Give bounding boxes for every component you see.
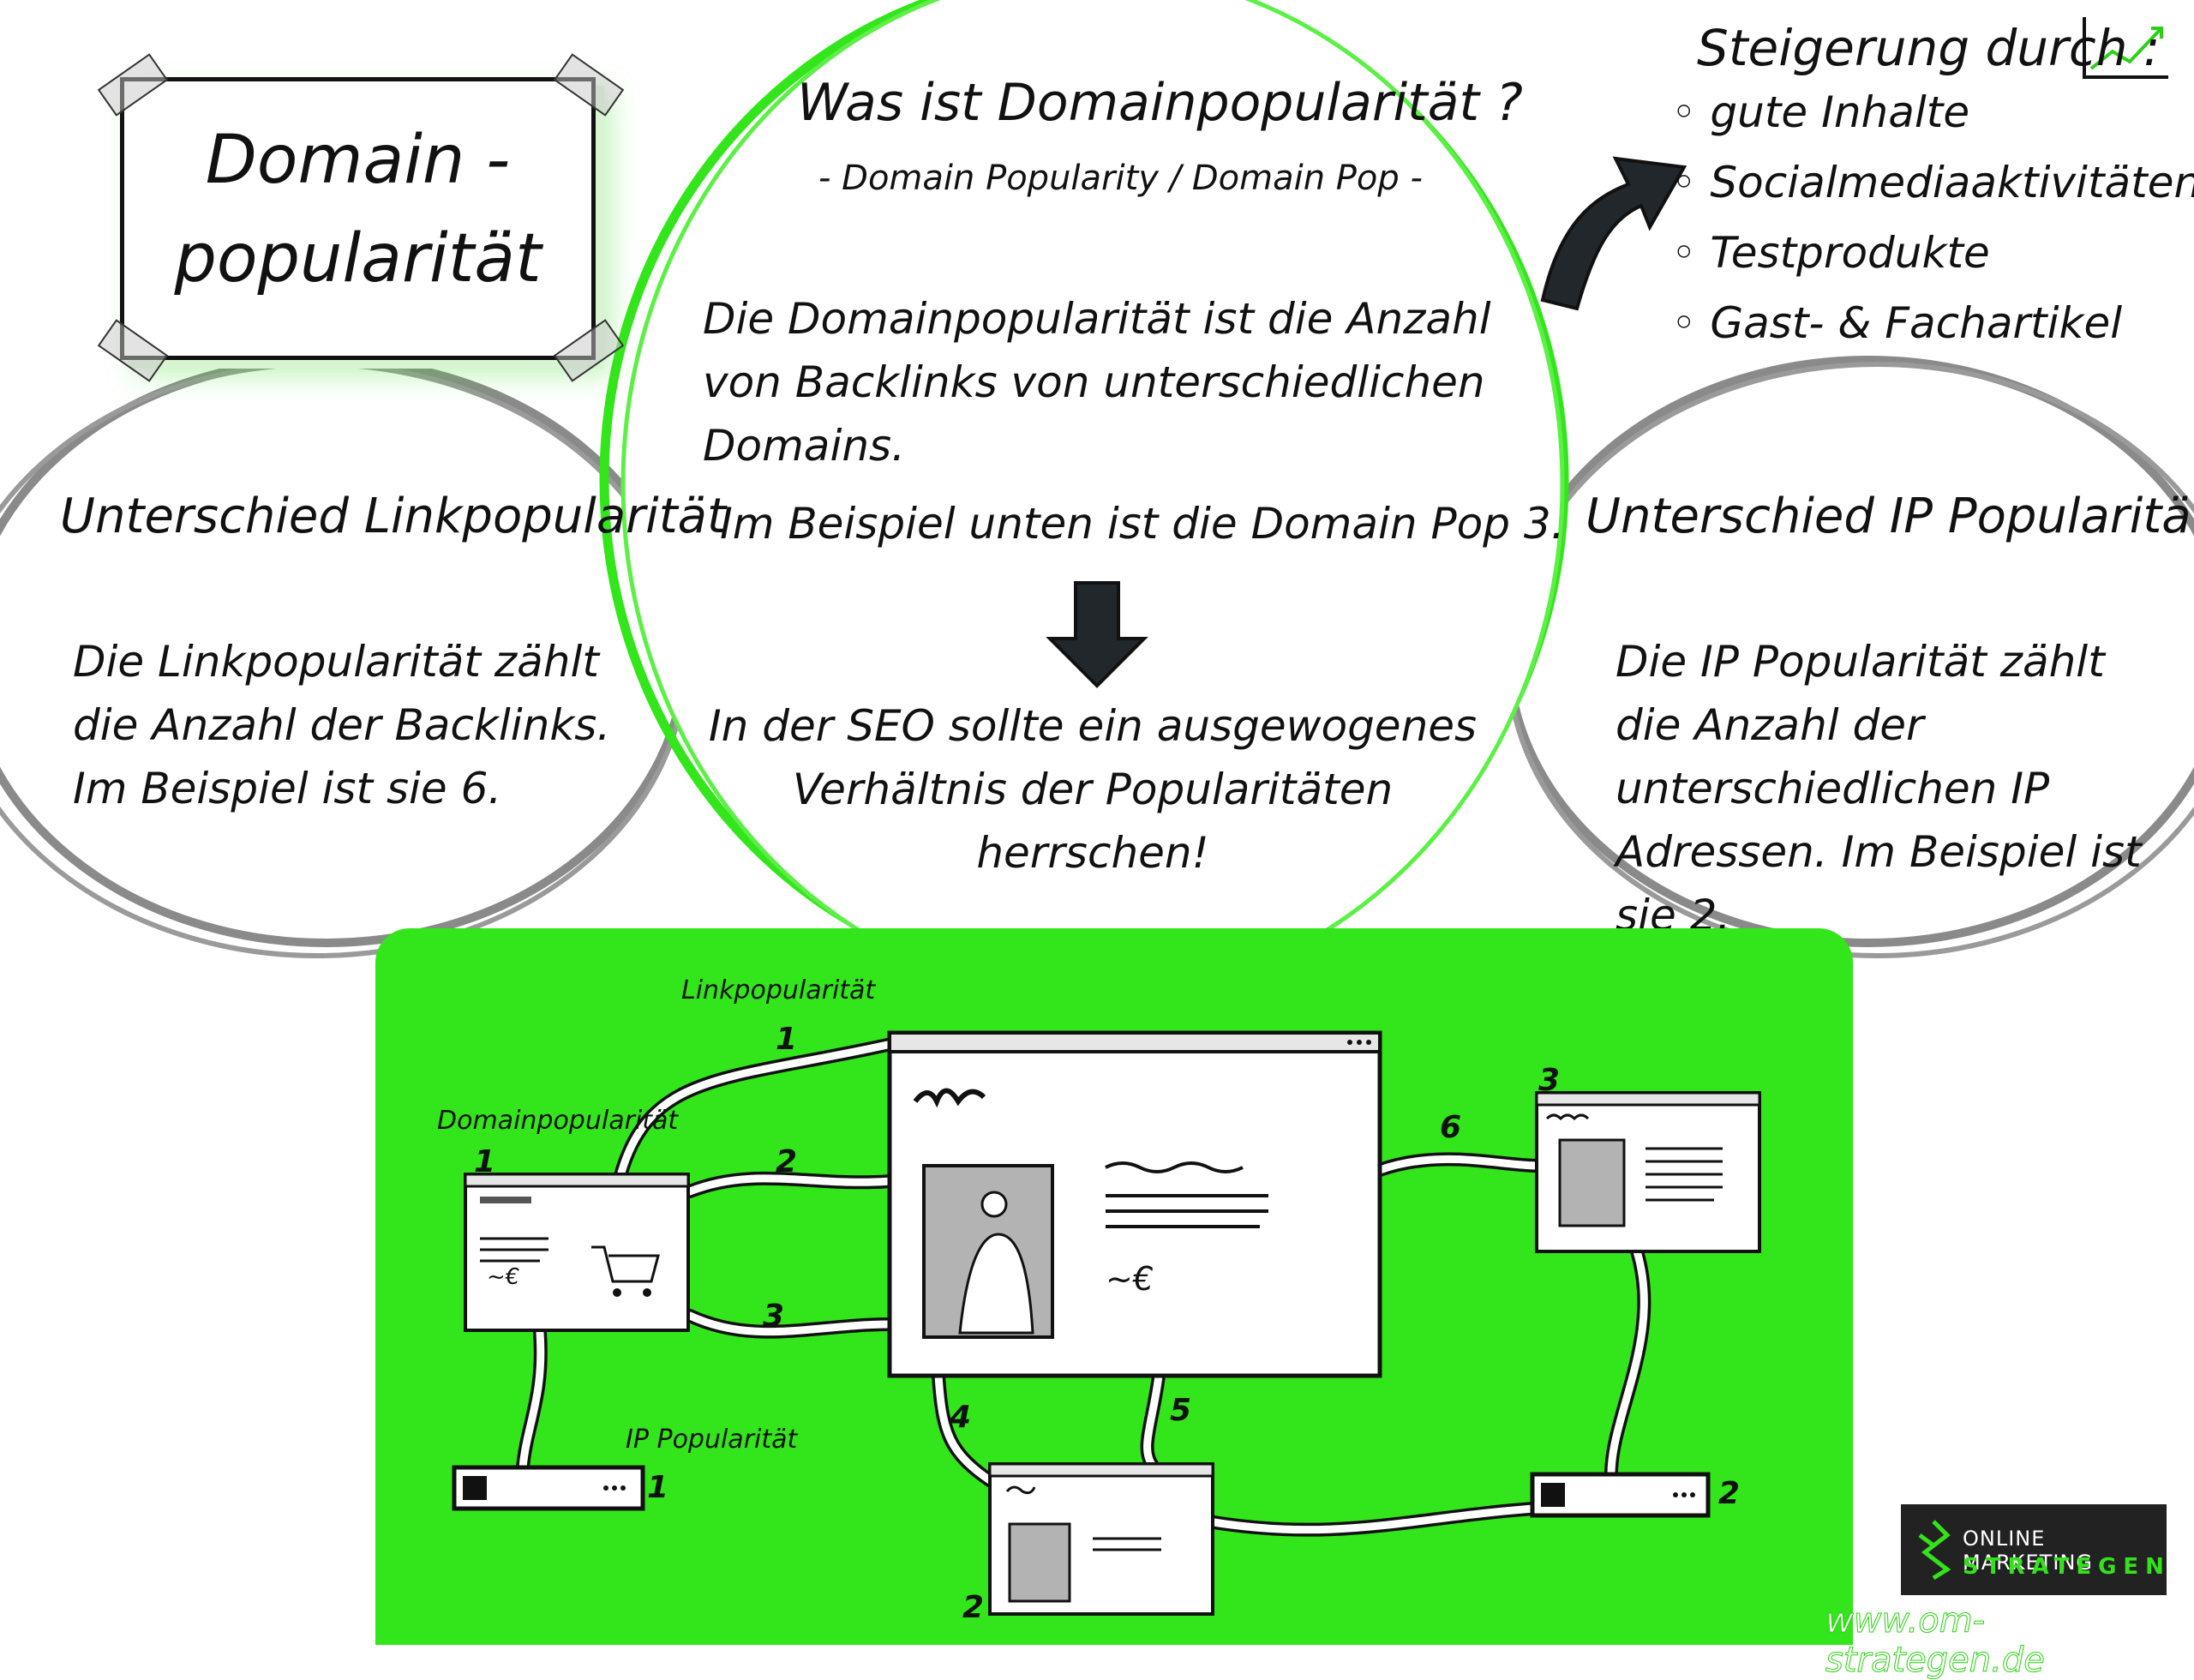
curved-arrow <box>1540 156 1687 311</box>
right-website-window <box>1535 1091 1761 1253</box>
increase-list: ◦ gute Inhalte ◦ Socialmediaaktivitäten … <box>1671 77 2194 358</box>
title-line-1: Domain - <box>205 122 511 199</box>
shop-website-window <box>464 1173 690 1332</box>
main-website-window <box>887 1030 1382 1378</box>
left-body: Die Linkpopularität zählt die Anzahl der… <box>73 637 611 813</box>
increase-item-label: Testprodukte <box>1710 228 1990 278</box>
server-right <box>1530 1472 1711 1518</box>
right-body: Die IP Popularität zählt die Anzahl der … <box>1616 637 2142 940</box>
increase-item: ◦ Testprodukte <box>1671 228 1990 278</box>
number-link-4: 4 <box>950 1400 972 1435</box>
down-arrow <box>1046 581 1148 688</box>
center-example: Im Beispiel unten ist die Domain Pop 3. <box>720 499 1565 549</box>
logo-line-2: STRATEGEN <box>1963 1554 2171 1580</box>
shop-price: ~€ <box>487 1264 520 1290</box>
bottom-website-window <box>988 1462 1214 1616</box>
label-ip-popularity: IP Popularität <box>626 1425 798 1455</box>
main-price: ~€ <box>1106 1260 1154 1298</box>
increase-item-label: Gast- & Fachartikel <box>1710 298 2123 348</box>
left-heading: Unterschied Linkpopularität <box>60 489 726 544</box>
diagram-drawing <box>452 1030 1761 1616</box>
label-domain-popularity: Domainpopularität <box>437 1106 679 1136</box>
brand-logo: ONLINE MARKETING STRATEGEN <box>1901 1504 2167 1595</box>
background-drawing <box>0 0 2194 1001</box>
number-link-6: 6 <box>1440 1110 1462 1145</box>
center-definition: Die Domainpopularität ist die Anzahl von… <box>703 294 1491 471</box>
logo-line-1: ONLINE MARKETING <box>1963 1527 2093 1575</box>
website-url: www.om-strategen.de <box>1825 1601 2046 1680</box>
label-link-popularity: Linkpopularität <box>681 975 876 1005</box>
increase-item-label: gute Inhalte <box>1710 87 1970 137</box>
number-domain-3: 3 <box>1538 1063 1561 1098</box>
number-ip-1: 1 <box>647 1470 669 1505</box>
number-ip-2: 2 <box>1718 1476 1741 1511</box>
increase-item-label: Socialmediaaktivitäten <box>1710 158 2194 207</box>
center-heading: Was ist Domainpopularität ? <box>797 73 1523 133</box>
center-conclusion: In der SEO sollte ein ausgewogenes Verhä… <box>708 701 1478 878</box>
title-line-2: popularität <box>174 220 542 297</box>
title-box <box>120 77 596 360</box>
right-heading: Unterschied IP Popularität <box>1586 489 2194 544</box>
number-link-1: 1 <box>776 1022 798 1057</box>
increase-item: ◦ Socialmediaaktivitäten <box>1671 147 2194 218</box>
number-link-5: 5 <box>1170 1393 1192 1428</box>
increase-heading: Steigerung durch : <box>1697 19 2161 77</box>
server-left <box>452 1465 645 1511</box>
number-domain-2: 2 <box>962 1590 985 1625</box>
number-link-3: 3 <box>763 1299 785 1334</box>
number-domain-1: 1 <box>474 1144 496 1179</box>
page-title: Domain - popularität <box>120 111 596 309</box>
logo-mark-icon <box>1918 1520 1951 1580</box>
trend-chart-icon <box>2083 17 2168 79</box>
increase-item: ◦ gute Inhalte <box>1671 87 1970 137</box>
increase-item: ◦ Gast- & Fachartikel <box>1671 298 2123 348</box>
center-subheading: - Domain Popularity / Domain Pop - <box>818 159 1423 198</box>
number-link-2: 2 <box>776 1144 798 1179</box>
